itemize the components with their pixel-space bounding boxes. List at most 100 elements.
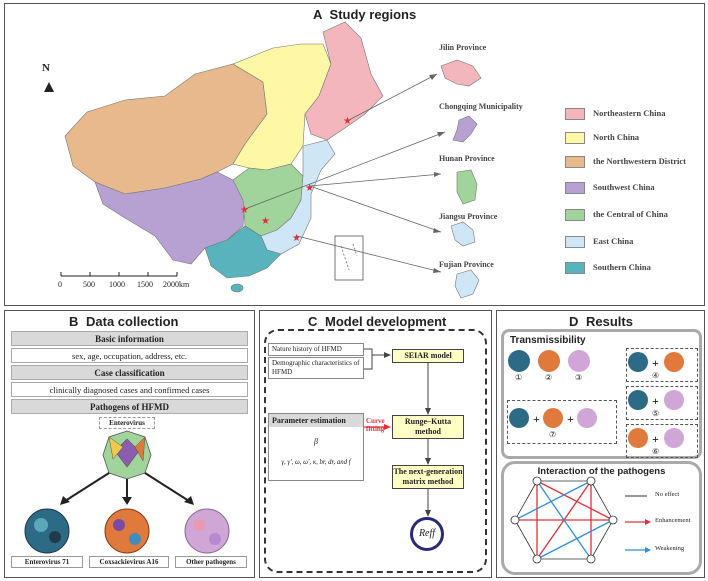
panel-d-title-text: Results	[586, 314, 633, 329]
combo-box-7	[507, 400, 617, 444]
other-icon	[664, 428, 684, 448]
plus-sign: +	[533, 412, 540, 426]
star-hunan: ★	[261, 216, 270, 227]
other-pathogens-virion-icon	[184, 508, 230, 554]
hunan-shape	[456, 169, 478, 205]
legend-swatch	[565, 236, 585, 248]
label-jiangsu: Jiangsu Province	[439, 212, 498, 221]
star-chongqing: ★	[240, 205, 249, 216]
legend-swatch	[565, 156, 585, 168]
ev71-virion-icon	[24, 508, 70, 554]
next-gen-matrix-box: The next-generation matrix method	[392, 465, 464, 489]
number-label: ⑦	[549, 430, 557, 439]
other-params: γ, γ', ω, ω', κ, br, dr, and f	[281, 459, 351, 466]
region-north-china	[232, 43, 332, 171]
panel-a-title: A Study regions	[313, 7, 416, 22]
number-label: ①	[515, 373, 523, 382]
plus-sign: +	[567, 412, 574, 426]
basic-info-header: Basic information	[11, 331, 248, 346]
ca16-icon	[664, 352, 684, 372]
star-jilin: ★	[343, 116, 352, 127]
ev71-icon	[628, 390, 648, 410]
label-hunan: Hunan Province	[439, 154, 495, 163]
ca16-virion-icon	[104, 508, 150, 554]
child-ev71: Enterovirus 71	[11, 556, 83, 568]
param-estimation-header: Parameter estimation	[269, 414, 363, 427]
node-5	[532, 554, 542, 564]
plus-sign: +	[652, 394, 659, 408]
basic-info-detail: sex, age, occupation, address, etc.	[11, 348, 248, 363]
scale-label: 2000km	[163, 280, 190, 289]
chongqing-shape	[452, 115, 478, 143]
node-6	[510, 515, 520, 525]
label-chongqing: Chongqing Municipality	[439, 102, 523, 111]
case-class-header: Case classification	[11, 365, 248, 380]
star-jiangsu: ★	[305, 183, 314, 194]
panel-b-letter: B	[69, 314, 79, 329]
panel-a-title-text: Study regions	[329, 7, 417, 22]
jiangsu-shape	[450, 221, 476, 247]
legend-label: the Northwestern District	[593, 156, 686, 166]
ca16-icon	[543, 408, 563, 428]
legend-no-effect: No effect	[655, 491, 680, 498]
ca16-icon	[628, 428, 648, 448]
enterovirus-label: Enterovirus	[99, 417, 155, 429]
region-southwest	[94, 171, 246, 265]
panel-a-letter: A	[313, 7, 322, 22]
ca16-icon	[538, 350, 560, 372]
legend-swatch	[565, 262, 585, 274]
node-1	[532, 476, 542, 486]
transmissibility-icons	[508, 350, 684, 448]
node-3	[608, 515, 618, 525]
ev71-icon	[509, 408, 529, 428]
reff-circle: Reff	[410, 517, 444, 551]
panel-c-title-text: Model development	[325, 314, 447, 329]
child-other: Other pathogens	[175, 556, 247, 568]
model-flow-arrows	[364, 348, 431, 517]
beta-param: β	[314, 437, 318, 446]
demographic-box: Demographic characteristics of HFMD	[268, 357, 364, 379]
transmissibility-box: Transmissibility	[501, 329, 702, 459]
panel-c-title: C Model development	[308, 314, 446, 329]
combo-box-5	[626, 386, 698, 420]
node-2	[586, 476, 596, 486]
region-northeast	[304, 21, 384, 141]
panel-b-title: B Data collection	[69, 314, 178, 329]
other-icon	[568, 350, 590, 372]
combo-box-6	[626, 424, 698, 458]
label-fujian: Fujian Province	[439, 260, 494, 269]
jilin-province-shape	[440, 59, 482, 87]
legend-enhancement: Enhancement	[655, 517, 691, 524]
combo-box-4	[626, 348, 698, 382]
panel-c-letter: C	[308, 314, 318, 329]
label-jilin: Jilin Province	[439, 43, 487, 52]
legend-swatch	[565, 108, 585, 120]
number-label: ⑤	[652, 409, 660, 418]
node-4	[586, 554, 596, 564]
region-southern	[204, 225, 282, 279]
panel-d-title: D Results	[569, 314, 633, 329]
north-arrow-icon	[44, 82, 54, 92]
number-label: ⑥	[652, 447, 660, 456]
north-label: N	[42, 62, 50, 74]
seiar-model-box: SEIAR model	[392, 349, 464, 363]
star-fujian: ★	[292, 233, 301, 244]
china-map: ★ ★ ★ ★ ★	[44, 21, 482, 299]
legend-swatch	[565, 132, 585, 144]
panel-study-regions: A Study regions ★ ★ ★ ★ ★	[4, 3, 705, 306]
legend-weakening: Weakening	[655, 545, 685, 552]
fujian-shape	[454, 269, 480, 299]
model-dashed-frame	[264, 329, 487, 573]
panel-results: D Results Transmissibility ① ② ③ ④ ⑤ ⑥ ⑦…	[496, 310, 705, 578]
other-icon	[577, 408, 597, 428]
pathogens-header: Pathogens of HFMD	[11, 399, 248, 414]
runge-kutta-box: Runge–Kutta method	[392, 415, 464, 439]
legend-swatch	[565, 209, 585, 221]
plus-sign: +	[652, 356, 659, 370]
scale-label: 0	[58, 280, 62, 289]
child-ca16: Coxsackievirus A16	[89, 556, 169, 568]
param-estimation-box: Parameter estimation β γ, γ', ω, ω', κ, …	[268, 413, 364, 481]
reff-label: Reff	[418, 528, 436, 539]
legend-label: Southwest China	[593, 182, 655, 192]
number-label: ④	[652, 371, 660, 380]
